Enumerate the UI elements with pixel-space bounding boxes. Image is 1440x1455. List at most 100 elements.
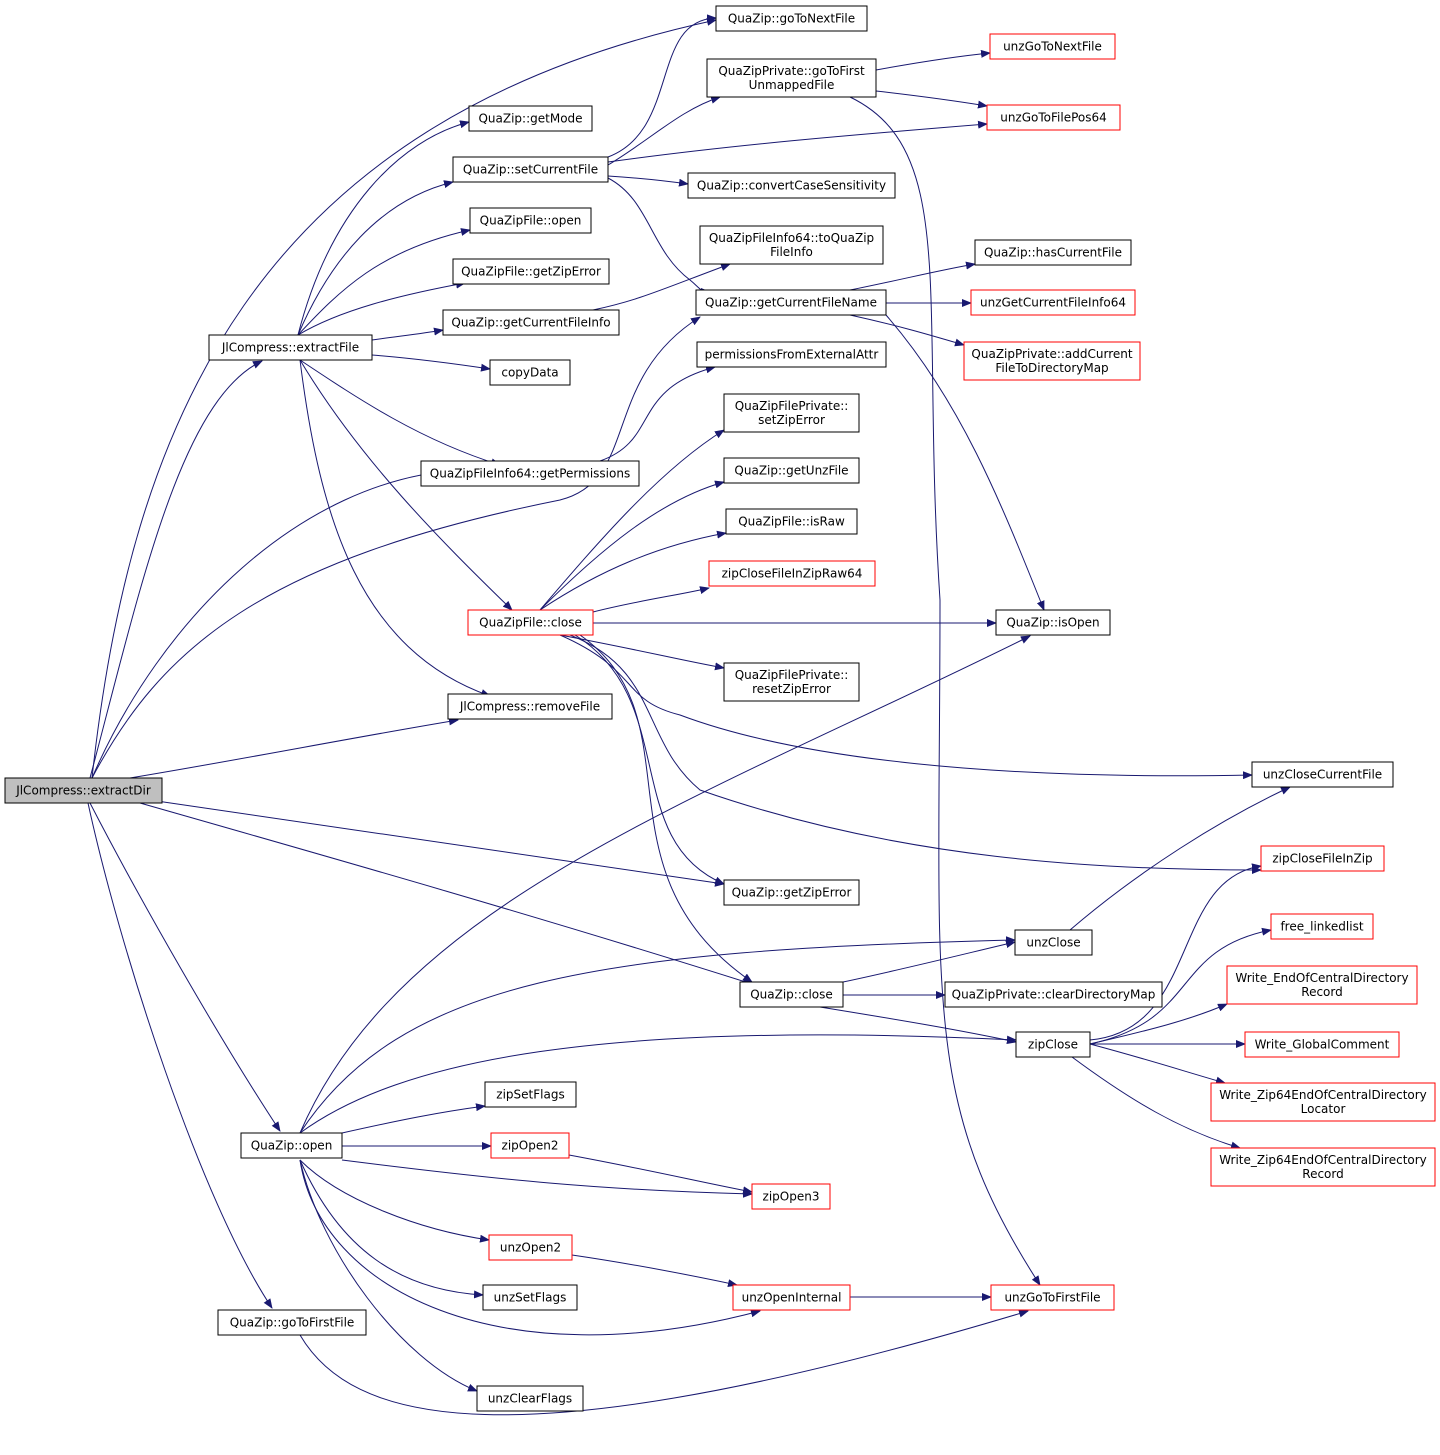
node-removeFile[interactable]: JlCompress::removeFile (447, 693, 613, 720)
node-qzGetCurrentFileInfo[interactable]: QuaZip::getCurrentFileInfo (442, 309, 620, 336)
node-box[interactable] (708, 560, 876, 587)
node-box[interactable] (687, 172, 896, 199)
node-box[interactable] (488, 1234, 573, 1261)
node-box[interactable] (469, 207, 592, 234)
node-box[interactable] (442, 309, 620, 336)
node-box[interactable] (732, 1284, 851, 1311)
node-box[interactable] (989, 33, 1116, 60)
node-box[interactable] (1015, 1031, 1091, 1058)
node-box[interactable] (490, 1132, 570, 1159)
node-zipOpen2[interactable]: zipOpen2 (490, 1132, 570, 1159)
node-qzfpSetZipError[interactable]: QuaZipFilePrivate::setZipError (723, 393, 860, 433)
node-box[interactable] (974, 239, 1132, 266)
node-qzGetUnzFile[interactable]: QuaZip::getUnzFile (723, 457, 860, 484)
node-box[interactable] (1270, 913, 1374, 940)
node-extractDir[interactable]: JlCompress::extractDir (4, 777, 163, 804)
node-box[interactable] (739, 981, 844, 1008)
node-box[interactable] (706, 58, 877, 98)
node-qzIsOpen[interactable]: QuaZip::isOpen (995, 609, 1111, 636)
node-box[interactable] (723, 457, 860, 484)
node-box[interactable] (970, 289, 1136, 316)
node-qzGetMode[interactable]: QuaZip::getMode (468, 105, 593, 132)
node-zipOpen3[interactable]: zipOpen3 (751, 1183, 831, 1210)
node-unzCloseCurrentFile[interactable]: unzCloseCurrentFile (1251, 761, 1394, 788)
node-box[interactable] (695, 289, 887, 316)
node-box[interactable] (699, 225, 884, 265)
node-qzpClearDirMap[interactable]: QuaZipPrivate::clearDirectoryMap (944, 981, 1163, 1008)
node-box[interactable] (751, 1183, 831, 1210)
node-qzClose[interactable]: QuaZip::close (739, 981, 844, 1008)
node-qzfClose[interactable]: QuaZipFile::close (467, 609, 594, 636)
node-unzOpen2[interactable]: unzOpen2 (488, 1234, 573, 1261)
node-box[interactable] (1244, 1031, 1400, 1058)
node-zipCloseFileInZip[interactable]: zipCloseFileInZip (1260, 845, 1385, 872)
node-box[interactable] (482, 1284, 578, 1311)
node-box[interactable] (995, 609, 1111, 636)
node-qzfOpen[interactable]: QuaZipFile::open (469, 207, 592, 234)
node-qzGetCurrentFileName[interactable]: QuaZip::getCurrentFileName (695, 289, 887, 316)
node-extractFile[interactable]: JlCompress::extractFile (208, 334, 373, 361)
node-qzfIsRaw[interactable]: QuaZipFile::isRaw (725, 508, 858, 535)
node-box[interactable] (986, 104, 1121, 131)
node-box[interactable] (990, 1284, 1115, 1311)
node-box[interactable] (476, 1385, 584, 1412)
node-unzGoToFirstFile[interactable]: unzGoToFirstFile (990, 1284, 1115, 1311)
node-unzGetCurrentFileInfo64[interactable]: unzGetCurrentFileInfo64 (970, 289, 1136, 316)
node-writeGlobalComment[interactable]: Write_GlobalComment (1244, 1031, 1400, 1058)
node-zipSetFlags[interactable]: zipSetFlags (484, 1081, 577, 1108)
node-box[interactable] (696, 341, 887, 368)
node-unzSetFlags[interactable]: unzSetFlags (482, 1284, 578, 1311)
node-freeLinkedlist[interactable]: free_linkedlist (1270, 913, 1374, 940)
node-qzfGetZipError[interactable]: QuaZipFile::getZipError (452, 258, 610, 285)
node-box[interactable] (484, 1081, 577, 1108)
node-qzfpResetZipError[interactable]: QuaZipFilePrivate::resetZipError (723, 662, 860, 702)
node-zipClose[interactable]: zipClose (1015, 1031, 1091, 1058)
node-box[interactable] (1226, 965, 1418, 1005)
node-box[interactable] (723, 393, 860, 433)
node-box[interactable] (1260, 845, 1385, 872)
node-unzGoToNextFile[interactable]: unzGoToNextFile (989, 33, 1116, 60)
node-box[interactable] (723, 662, 860, 702)
node-box[interactable] (725, 508, 858, 535)
node-box[interactable] (447, 693, 613, 720)
node-unzOpenInternal[interactable]: unzOpenInternal (732, 1284, 851, 1311)
node-qzHasCurrentFile[interactable]: QuaZip::hasCurrentFile (974, 239, 1132, 266)
node-box[interactable] (452, 156, 609, 183)
node-unzClose[interactable]: unzClose (1014, 929, 1093, 956)
node-qzGoToNextFile[interactable]: QuaZip::goToNextFile (715, 5, 868, 32)
node-unzGoToFilePos64[interactable]: unzGoToFilePos64 (986, 104, 1121, 131)
node-qzpAddCurrentFile[interactable]: QuaZipPrivate::addCurrentFileToDirectory… (963, 341, 1141, 381)
node-box[interactable] (1210, 1147, 1436, 1187)
node-qzConvertCase[interactable]: QuaZip::convertCaseSensitivity (687, 172, 896, 199)
node-box[interactable] (452, 258, 610, 285)
node-box[interactable] (1251, 761, 1394, 788)
node-box[interactable] (420, 460, 640, 487)
node-permsFromExt[interactable]: permissionsFromExternalAttr (696, 341, 887, 368)
node-box[interactable] (208, 334, 373, 361)
node-box[interactable] (467, 609, 594, 636)
node-box[interactable] (468, 105, 593, 132)
node-box[interactable] (723, 879, 860, 906)
node-box[interactable] (1210, 1082, 1436, 1122)
node-getPermissions[interactable]: QuaZipFileInfo64::getPermissions (420, 460, 640, 487)
node-box[interactable] (963, 341, 1141, 381)
node-qzOpen[interactable]: QuaZip::open (240, 1132, 343, 1159)
node-unzClearFlags[interactable]: unzClearFlags (476, 1385, 584, 1412)
node-zipCloseFileInZipRaw64[interactable]: zipCloseFileInZipRaw64 (708, 560, 876, 587)
node-box[interactable] (217, 1309, 367, 1336)
node-box[interactable] (944, 981, 1163, 1008)
node-qzGoToFirstFile[interactable]: QuaZip::goToFirstFile (217, 1309, 367, 1336)
node-box[interactable] (1014, 929, 1093, 956)
node-qzSetCurrentFile[interactable]: QuaZip::setCurrentFile (452, 156, 609, 183)
node-copyData[interactable]: copyData (489, 359, 571, 386)
node-box[interactable] (240, 1132, 343, 1159)
node-box[interactable] (715, 5, 868, 32)
node-qzGetZipError[interactable]: QuaZip::getZipError (723, 879, 860, 906)
node-box[interactable] (4, 777, 163, 804)
node-box[interactable] (489, 359, 571, 386)
